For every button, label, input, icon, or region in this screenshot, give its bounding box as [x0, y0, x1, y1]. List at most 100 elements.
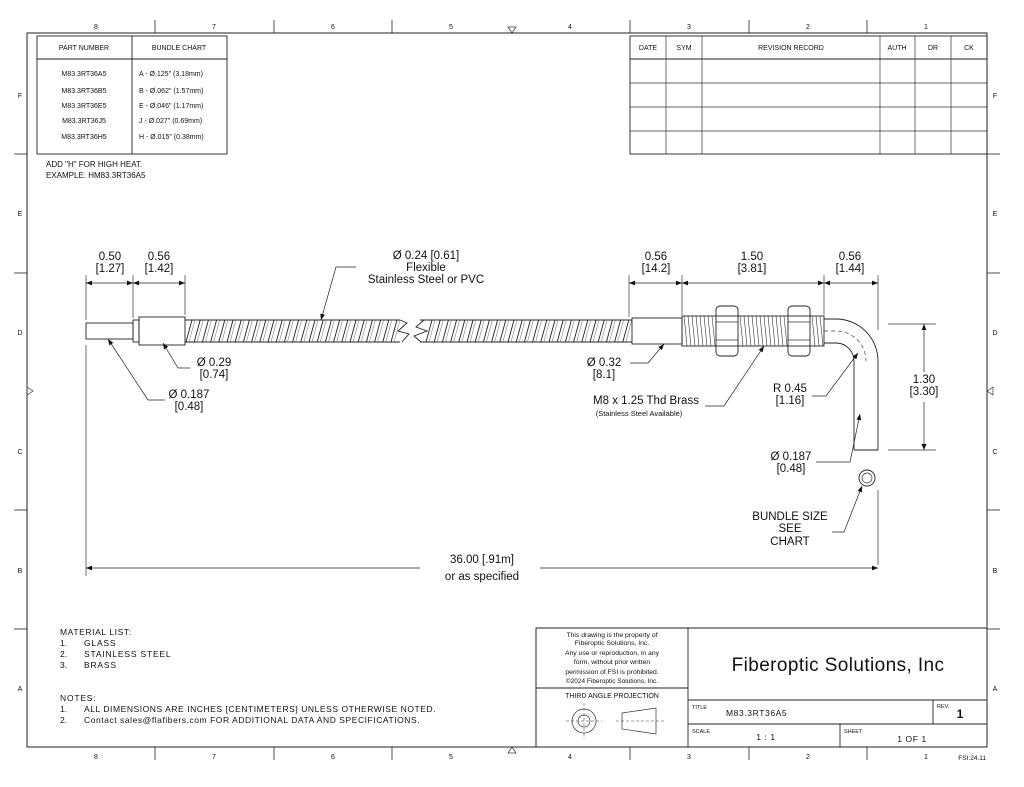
center-mark-left-icon	[26, 386, 34, 396]
hex-nut-right	[787, 305, 811, 357]
ferrule-collar	[132, 319, 140, 343]
zone-column-label: 1	[924, 754, 928, 761]
title-block: This drawing is the property of Fiberopt…	[535, 627, 988, 748]
dim-thread-spec-alt: (Stainless Steel Available)	[596, 409, 683, 418]
zone-column-label: 6	[331, 24, 335, 31]
rev-header-ck: CK	[964, 45, 974, 52]
bundle-see-label: SEE	[778, 523, 801, 535]
note-text: Contact sales@flafibers.com FOR ADDITION…	[84, 715, 420, 725]
bundle-end-view	[858, 469, 876, 487]
rev-header-sym: SYM	[676, 45, 691, 52]
flexible-sheath-right	[413, 319, 633, 343]
table-row: M83.3RT36E5 E - Ø.046" (1.17mm)	[61, 103, 203, 110]
dim-sleeve-diameter: Ø 0.32	[587, 357, 622, 369]
dim-sleeve-length-metric: [14.2]	[642, 263, 671, 275]
zone-column-label: 3	[687, 24, 691, 31]
scale-value: 1 : 1	[756, 732, 776, 742]
title-label: TITLE	[692, 705, 707, 711]
sheet-value: 1 OF 1	[897, 734, 927, 744]
part-number-header: PART NUMBER	[59, 45, 109, 52]
dim-ferrule-length-metric: [1.42]	[145, 263, 174, 275]
center-mark-bottom-icon	[507, 746, 517, 754]
dim-tip-diameter-metric: [0.48]	[175, 401, 204, 413]
dim-tip-length: 0.50	[99, 251, 121, 263]
projection-label: THIRD ANGLE PROJECTION	[565, 693, 659, 700]
material-item: BRASS	[84, 660, 117, 670]
threaded-body	[681, 305, 825, 357]
table-row: M83.3RT36A5 A - Ø.125" (3.18mm)	[61, 71, 202, 78]
zone-row-label: D	[992, 330, 997, 337]
part-number: M83.3RT36J5	[62, 118, 106, 125]
sheet-label: SHEET	[844, 729, 863, 735]
dim-drop-height-metric: [3.30]	[910, 386, 939, 398]
dim-end-diameter-metric: [0.48]	[777, 463, 806, 475]
note-text: ALL DIMENSIONS ARE INCHES [CENTIMETERS] …	[84, 704, 436, 714]
dim-ferrule-diameter: Ø 0.29	[197, 357, 232, 369]
dimensions: 0.50 [1.27] 0.56 [1.42] Ø 0.24 [0.61] Fl…	[85, 250, 939, 583]
dim-thread-length-metric: [3.81]	[738, 263, 767, 275]
dim-bend-length: 0.56	[839, 251, 861, 263]
dim-overall-length: 36.00 [.91m]	[450, 554, 514, 566]
scale-label: SCALE	[692, 729, 710, 735]
hex-nut-left	[715, 305, 739, 357]
ferrule	[138, 316, 186, 346]
bundle-chart-header: BUNDLE CHART	[152, 45, 207, 52]
rev-value: 1	[957, 707, 964, 721]
zone-row-label: E	[993, 211, 998, 218]
dim-thread-spec: M8 x 1.25 Thd Brass	[593, 395, 699, 407]
zone-column-label: 5	[449, 24, 453, 31]
material-item-number: 3.	[60, 660, 67, 670]
center-mark-right-icon	[986, 386, 994, 396]
zone-column-label: 8	[94, 754, 98, 761]
zone-column-label: 3	[687, 754, 691, 761]
zone-row-label: C	[17, 449, 22, 456]
zone-row-label: B	[18, 568, 23, 575]
part-number: M83.3RT36B5	[61, 88, 106, 95]
zone-row-label: D	[17, 330, 22, 337]
material-item: STAINLESS STEEL	[84, 649, 171, 659]
part-number: M83.3RT36A5	[61, 71, 106, 78]
bundle-size: H - Ø.015" (0.38mm)	[139, 134, 204, 141]
zone-column-label: 2	[806, 754, 810, 761]
zone-column-label: 4	[568, 754, 572, 761]
general-notes: NOTES: 1. ALL DIMENSIONS ARE INCHES [CEN…	[60, 693, 436, 725]
part-number: M83.3RT36E5	[61, 103, 106, 110]
zone-row-label: A	[18, 686, 23, 693]
zone-column-label: 5	[449, 754, 453, 761]
property-line: permission of FSI is prohibited.	[565, 669, 658, 676]
note-number: 2.	[60, 715, 67, 725]
zone-column-label: 8	[94, 24, 98, 31]
drawing-title: M83.3RT36A5	[726, 708, 787, 718]
zone-column-label: 7	[212, 754, 216, 761]
rev-header-auth: AUTH	[887, 45, 906, 52]
zone-row-label: F	[993, 93, 997, 100]
material-item-number: 1.	[60, 638, 67, 648]
zone-row-label: B	[993, 568, 998, 575]
form-id: FSI.24.11	[958, 755, 986, 762]
zone-column-label: 6	[331, 754, 335, 761]
material-item: GLASS	[84, 638, 116, 648]
third-angle-projection-icon	[566, 703, 664, 739]
dim-ferrule-diameter-metric: [0.74]	[200, 369, 229, 381]
high-heat-note: ADD "H" FOR HIGH HEAT.	[46, 160, 142, 169]
dim-overall-length-note: or as specified	[445, 571, 519, 583]
high-heat-example: EXAMPLE: HM83.3RT36A5	[46, 171, 146, 180]
part-number: M83.3RT36H5	[61, 134, 107, 141]
part-number-table: PART NUMBER BUNDLE CHART M83.3RT36A5 A -…	[36, 35, 228, 180]
dim-tip-length-metric: [1.27]	[96, 263, 125, 275]
crimp-sleeve	[631, 317, 683, 345]
probe-drawing	[85, 305, 879, 565]
dim-sheath-flexible: Flexible	[406, 262, 446, 274]
company-name: Fiberoptic Solutions, Inc	[732, 655, 945, 676]
dim-bend-radius: R 0.45	[773, 383, 807, 395]
dim-bend-radius-metric: [1.16]	[776, 395, 805, 407]
zone-column-label: 7	[212, 24, 216, 31]
zone-column-label: 4	[568, 24, 572, 31]
bent-tube	[824, 318, 879, 565]
notes-title: NOTES:	[60, 693, 96, 703]
dim-drop-height: 1.30	[913, 374, 935, 386]
zone-row-label: C	[992, 449, 997, 456]
dim-thread-length: 1.50	[741, 251, 763, 263]
property-line: This drawing is the property of	[566, 632, 657, 639]
